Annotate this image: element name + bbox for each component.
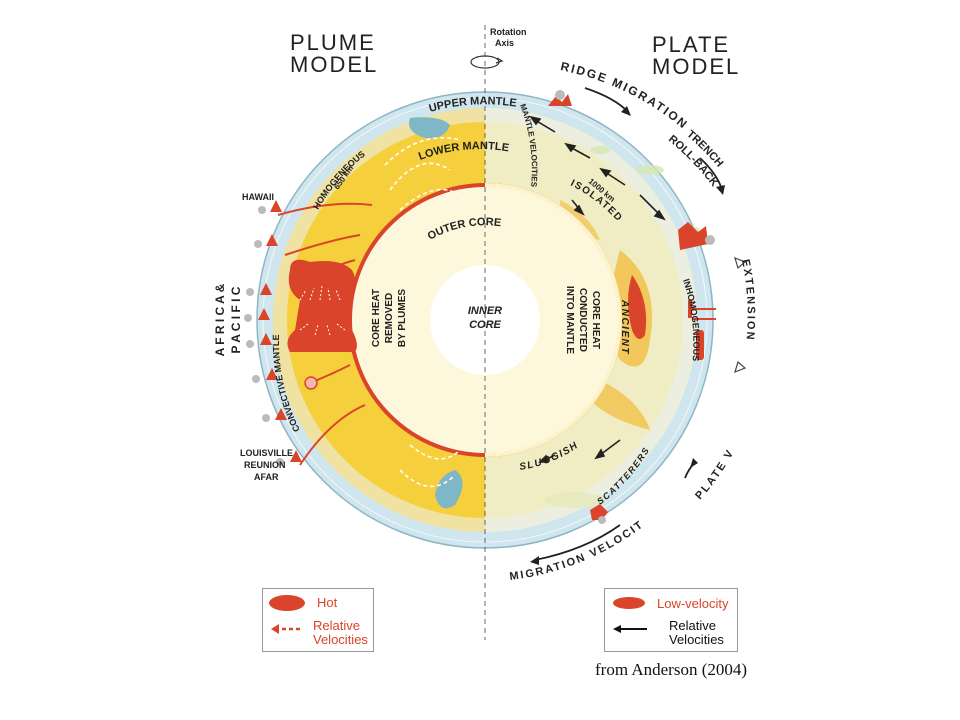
core-heat-conducted-line1: CORE HEAT [590,291,601,349]
legend-plate: Low-velocity Relative Velocities [604,588,738,652]
ridge-volcano [548,90,572,106]
trench-volcano [678,222,715,250]
label-ancient: ANCIENT [619,299,630,355]
label-africa-pacific: A F R I C A & P A C I F I C [213,283,243,356]
plate-title-line1: PLATE [652,32,731,57]
plume-model-title: PLUME MODEL [290,32,378,76]
legend-left-relative-2: Velocities [313,632,368,647]
pacific-line: P A C I F I C [229,286,243,353]
right-hot-streaks [688,300,716,360]
plume-title-line1: PLUME [290,30,376,55]
svg-text:EXTENSION: EXTENSION [739,258,757,342]
legend-plume: Hot Relative Velocities [262,588,374,652]
label-inner-core-1: INNER [468,305,502,317]
label-reunion: REUNION [244,460,286,470]
plate-title-line2: MODEL [652,54,741,79]
legend-right-relative: Relative Velocities [669,619,724,647]
label-afar: AFAR [254,472,279,482]
plume-volcano-bottom [590,504,608,524]
label-core-heat-plumes: CORE HEAT REMOVED BY PLUMES [371,289,408,347]
legend-left-relative: Relative Velocities [313,619,368,647]
label-inner-core-2: CORE [469,319,501,331]
plate-model-title: PLATE MODEL [652,34,740,78]
core-heat-line3: BY PLUMES [397,289,408,347]
core-heat-conducted-line2: CONDUCTED [577,288,588,352]
plume-title-line2: MODEL [290,52,379,77]
rotation-axis-line2: Axis [495,38,514,48]
label-core-heat-conducted: CORE HEAT CONDUCTED INTO MANTLE [564,286,601,354]
legend-left-relative-1: Relative [313,618,360,633]
extension-arrows [734,256,747,374]
mantle-velocity-arrows [529,115,666,463]
rotation-axis-line1: Rotation [490,27,527,37]
legend-right-relative-1: Relative [669,618,716,633]
core-heat-conducted-line3: INTO MANTLE [564,286,575,354]
legend-right-relative-2: Velocities [669,632,724,647]
inner-core [430,265,540,375]
slab-upper [409,117,450,139]
label-louisville: LOUISVILLE [240,448,293,458]
legend-hot-label: Hot [317,595,338,610]
circulation-arrows [384,137,466,488]
hot-swatch [269,595,305,611]
core-heat-line2: REMOVED [384,293,395,344]
slab-lower [435,470,463,509]
low-velocity-swatch [613,597,645,609]
label-hawaii: HAWAII [242,192,274,202]
citation: from Anderson (2004) [595,660,748,679]
left-hotspots [258,200,302,462]
legend-low-velocity-label: Low-velocity [657,596,729,611]
label-extension: EXTENSION [739,258,755,342]
superplume-africa-pacific [287,259,357,352]
africa-line: A F R I C A & [213,283,227,356]
core-heat-line1: CORE HEAT [371,289,382,347]
